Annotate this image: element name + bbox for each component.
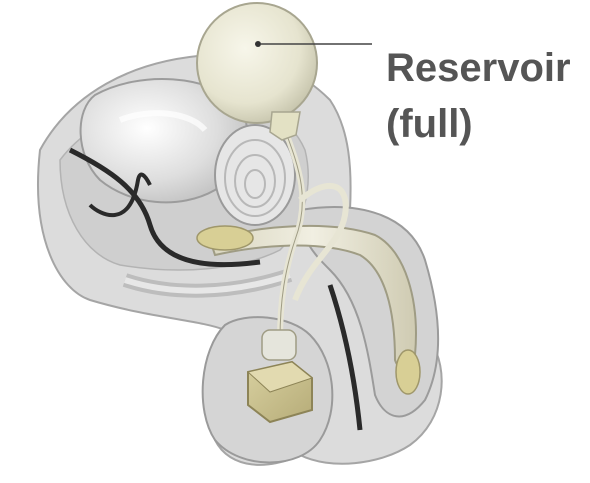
callout-line-1: Reservoir xyxy=(386,40,586,96)
reservoir-callout-label: Reservoir (full) xyxy=(386,40,586,152)
callout-line-2: (full) xyxy=(386,96,586,152)
